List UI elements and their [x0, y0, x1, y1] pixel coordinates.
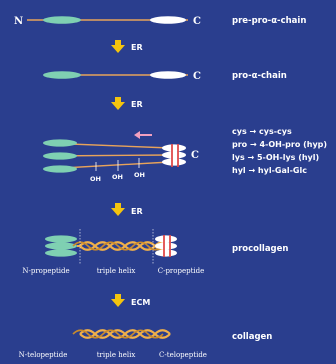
- transition-er-2: ER: [111, 97, 143, 110]
- region-caption: C-propeptide: [158, 267, 205, 275]
- c-propeptide-ellipse: [162, 144, 186, 151]
- triple-helix: [73, 330, 170, 338]
- stage-label: collagen: [232, 332, 272, 342]
- down-arrow-icon: [111, 97, 125, 110]
- stage-label: pre-pro-α-chain: [232, 16, 306, 26]
- c-terminus-label: C: [191, 150, 199, 161]
- transition-label: ECM: [131, 298, 150, 307]
- n-propeptide-ellipse: [45, 235, 77, 242]
- region-caption: triple helix: [97, 351, 136, 359]
- c-terminus-label: C: [193, 71, 201, 82]
- hydroxyl-label: OH: [112, 173, 123, 181]
- modification-item: cys → cys-cys: [232, 127, 292, 136]
- region-caption: N-propeptide: [22, 267, 69, 275]
- c-propeptide-ellipse: [150, 16, 186, 24]
- stage-label: pro-α-chain: [232, 71, 287, 81]
- c-propeptide-ellipse: [162, 151, 186, 158]
- c-propeptide-ellipse: [155, 242, 177, 249]
- c-propeptide-ellipse: [155, 249, 177, 256]
- c-propeptide-ellipse: [155, 235, 177, 242]
- modification-item: lys → 5-OH-lys (hyl): [232, 153, 319, 162]
- n-propeptide-ellipse: [43, 71, 81, 79]
- n-propeptide-ellipse: [43, 165, 77, 172]
- transition-er-3: ER: [111, 203, 143, 216]
- enzyme-direction-arrow-icon: [134, 131, 152, 139]
- modification-item: hyl → hyl-Gal-Glc: [232, 166, 307, 175]
- stage-modification: C OH OH OH cys → cys-cys pro → 4-OH-pro …: [43, 127, 327, 183]
- region-caption: C-telopeptide: [159, 351, 207, 359]
- transition-ecm: ECM: [111, 294, 150, 307]
- region-caption: triple helix: [97, 267, 136, 275]
- stage-procollagen: N-propeptide triple helix C-propeptide p…: [22, 229, 288, 275]
- hydroxyl-label: OH: [134, 171, 145, 179]
- n-propeptide-ellipse: [43, 139, 77, 146]
- stage-pro-alpha-chain: C pro-α-chain: [43, 71, 287, 82]
- down-arrow-icon: [111, 203, 125, 216]
- transition-label: ER: [131, 100, 143, 109]
- n-propeptide-ellipse: [43, 16, 81, 24]
- stage-pre-pro-alpha-chain: N C pre-pro-α-chain: [14, 16, 306, 27]
- transition-er-1: ER: [111, 40, 143, 53]
- c-propeptide-ellipse: [150, 71, 186, 79]
- n-propeptide-ellipse: [45, 249, 77, 256]
- n-propeptide-ellipse: [45, 242, 77, 249]
- stage-collagen: N-telopeptide triple helix C-telopeptide…: [19, 330, 273, 359]
- transition-label: ER: [131, 43, 143, 52]
- down-arrow-icon: [111, 40, 125, 53]
- modification-item: pro → 4-OH-pro (hyp): [232, 140, 327, 149]
- stage-label: procollagen: [232, 244, 288, 254]
- down-arrow-icon: [111, 294, 125, 307]
- n-propeptide-ellipse: [43, 152, 77, 159]
- c-propeptide-ellipse: [162, 158, 186, 165]
- hydroxyl-label: OH: [90, 175, 101, 183]
- n-terminus-label: N: [14, 16, 23, 27]
- c-terminus-label: C: [193, 16, 201, 27]
- transition-label: ER: [131, 207, 143, 216]
- region-caption: N-telopeptide: [19, 351, 68, 359]
